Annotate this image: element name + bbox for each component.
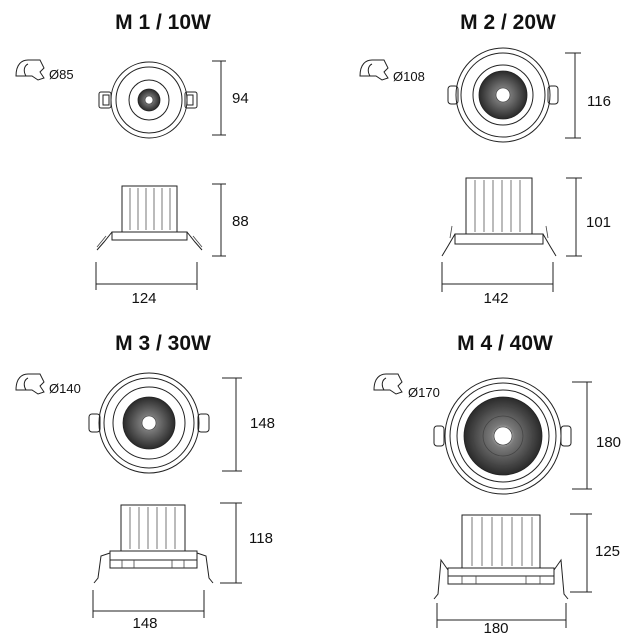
width-dimension: 148: [92, 590, 205, 632]
front-height-label: 180: [596, 434, 621, 451]
cutout-diameter: Ø85: [49, 67, 74, 82]
width-label: 148: [132, 615, 157, 632]
cutout-icon: [15, 59, 45, 81]
front-view: [447, 47, 559, 143]
side-height-dimension: 118: [220, 502, 273, 584]
side-height-dimension: 101: [566, 177, 611, 257]
side-view: [441, 177, 557, 257]
cutout-diameter: Ø140: [49, 381, 81, 396]
model-title: M 3 / 30W: [115, 332, 211, 355]
height-dimension: 180: [572, 381, 621, 490]
side-height-dimension: 88: [212, 183, 249, 257]
front-height-label: 94: [232, 90, 249, 107]
cutout-icon: [373, 373, 403, 395]
side-height-label: 88: [232, 213, 249, 230]
side-height-dimension: 125: [570, 513, 620, 593]
side-view: [433, 514, 569, 600]
width-label: 180: [483, 620, 508, 633]
model-m1: M 1 / 10W Ø85 94: [15, 11, 249, 307]
front-height-label: 148: [250, 415, 275, 432]
cutout-diameter: Ø170: [408, 385, 440, 400]
cutout-icon: [359, 59, 389, 81]
side-height-label: 118: [249, 530, 273, 547]
model-m3: M 3 / 30W Ø140 148: [15, 332, 275, 632]
cutout-icon: [15, 373, 45, 395]
model-title: M 2 / 20W: [460, 11, 556, 34]
model-title: M 1 / 10W: [115, 11, 211, 34]
model-m2: M 2 / 20W Ø108 116: [359, 11, 611, 307]
width-dimension: 180: [436, 603, 567, 633]
model-title: M 4 / 40W: [457, 332, 553, 355]
height-dimension: 148: [222, 377, 275, 472]
cutout-diameter: Ø108: [393, 69, 425, 84]
front-height-label: 116: [587, 93, 611, 110]
side-height-label: 101: [586, 214, 611, 231]
height-dimension: 94: [212, 60, 249, 136]
side-view: [93, 504, 214, 584]
height-dimension: 116: [565, 52, 611, 139]
side-view: [96, 185, 203, 251]
front-view: [88, 372, 210, 474]
width-dimension: 142: [441, 262, 554, 307]
front-view: [433, 377, 572, 495]
side-height-label: 125: [595, 543, 620, 560]
width-dimension: 124: [95, 262, 198, 307]
width-label: 142: [483, 290, 508, 307]
model-m4: M 4 / 40W Ø170 180: [373, 332, 621, 633]
front-view: [98, 61, 198, 139]
width-label: 124: [131, 290, 156, 307]
